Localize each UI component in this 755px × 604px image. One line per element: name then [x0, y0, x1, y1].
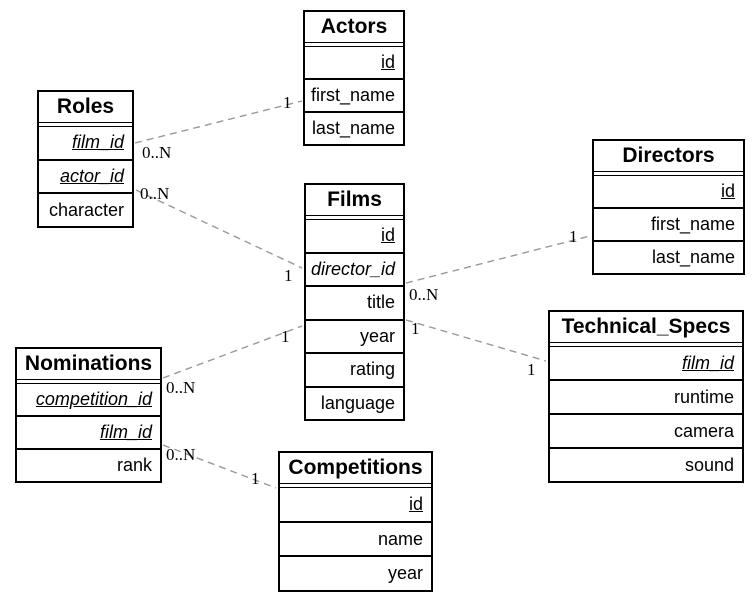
column-actors-last-name: last_name	[305, 111, 403, 144]
column-competitions-id: id	[408, 493, 423, 514]
relation-line-roles-actors	[134, 100, 303, 144]
entity-title-nominations[interactable]: Nominations	[17, 349, 160, 380]
cardinality-nominations-competitions-many: 0..N	[166, 445, 196, 464]
entity-columns-nominations: competition_id film_id rank	[17, 383, 160, 481]
entity-table-directors[interactable]: Directors id first_name last_name	[592, 139, 745, 275]
entity-table-competitions[interactable]: Competitions id name year	[278, 451, 433, 592]
cardinality-roles-actors-many: 0..N	[142, 143, 172, 162]
entity-title-competitions[interactable]: Competitions	[280, 453, 431, 484]
column-actors-id: id	[380, 52, 395, 72]
entity-columns-films: id director_id title year rating languag…	[306, 219, 403, 419]
column-competitions-year: year	[280, 555, 431, 590]
entity-columns-competitions: id name year	[280, 487, 431, 590]
entity-columns-directors: id first_name last_name	[594, 175, 743, 273]
column-nominations-competition-id: competition_id	[35, 389, 152, 409]
column-films-director-id: director_id	[306, 251, 403, 286]
cardinality-roles-films-one: 1	[284, 266, 293, 285]
cardinality-nominations-competitions-one: 1	[251, 469, 260, 488]
entity-table-technical-specs[interactable]: Technical_Specs film_id runtime camera s…	[548, 310, 744, 483]
relation-line-films-directors	[405, 235, 591, 284]
entity-table-films[interactable]: Films id director_id title year rating l…	[304, 183, 405, 421]
column-directors-id: id	[720, 181, 735, 201]
column-nominations-rank: rank	[17, 448, 160, 481]
entity-title-directors[interactable]: Directors	[594, 141, 743, 172]
entity-table-roles[interactable]: Roles film_id actor_id character	[37, 90, 134, 228]
column-roles-character: character	[39, 192, 132, 226]
cardinality-films-techspecs-right: 1	[527, 360, 536, 379]
relation-line-films-technical-specs	[405, 319, 547, 362]
column-technical-specs-camera: camera	[550, 413, 742, 447]
column-films-id: id	[380, 225, 395, 246]
column-directors-last-name: last_name	[594, 240, 743, 273]
cardinality-films-directors-one: 1	[569, 227, 578, 246]
column-technical-specs-film-id: film_id	[681, 352, 734, 373]
relation-line-nominations-competitions	[162, 444, 277, 489]
relation-line-roles-films	[135, 189, 303, 269]
entity-title-actors[interactable]: Actors	[305, 12, 403, 43]
entity-columns-roles: film_id actor_id character	[39, 126, 132, 226]
column-nominations-film-id: film_id	[17, 415, 160, 448]
entity-title-films[interactable]: Films	[306, 185, 403, 216]
relation-line-nominations-films	[162, 325, 303, 379]
column-films-year: year	[306, 318, 403, 353]
entity-columns-actors: id first_name last_name	[305, 46, 403, 144]
cardinality-films-techspecs-left: 1	[411, 319, 420, 338]
cardinality-roles-films-many: 0..N	[140, 184, 170, 203]
entity-title-roles[interactable]: Roles	[39, 92, 132, 123]
cardinality-roles-actors-one: 1	[283, 93, 292, 112]
column-films-rating: rating	[306, 352, 403, 386]
entity-table-nominations[interactable]: Nominations competition_id film_id rank	[15, 347, 162, 483]
column-technical-specs-sound: sound	[550, 447, 742, 481]
column-roles-film-id: film_id	[71, 132, 124, 153]
entity-columns-technical-specs: film_id runtime camera sound	[550, 346, 742, 481]
column-competitions-name: name	[280, 520, 431, 556]
column-actors-first-name: first_name	[305, 78, 403, 111]
cardinality-films-directors-many: 0..N	[409, 285, 439, 304]
column-films-title: title	[306, 285, 403, 319]
column-films-language: language	[306, 385, 403, 420]
column-roles-actor-id: actor_id	[39, 158, 132, 193]
column-technical-specs-runtime: runtime	[550, 379, 742, 413]
column-directors-first-name: first_name	[594, 207, 743, 240]
entity-table-actors[interactable]: Actors id first_name last_name	[303, 10, 405, 146]
cardinality-nominations-films-one: 1	[281, 327, 290, 346]
cardinality-nominations-films-many: 0..N	[166, 378, 196, 397]
entity-title-technical-specs[interactable]: Technical_Specs	[550, 312, 742, 343]
